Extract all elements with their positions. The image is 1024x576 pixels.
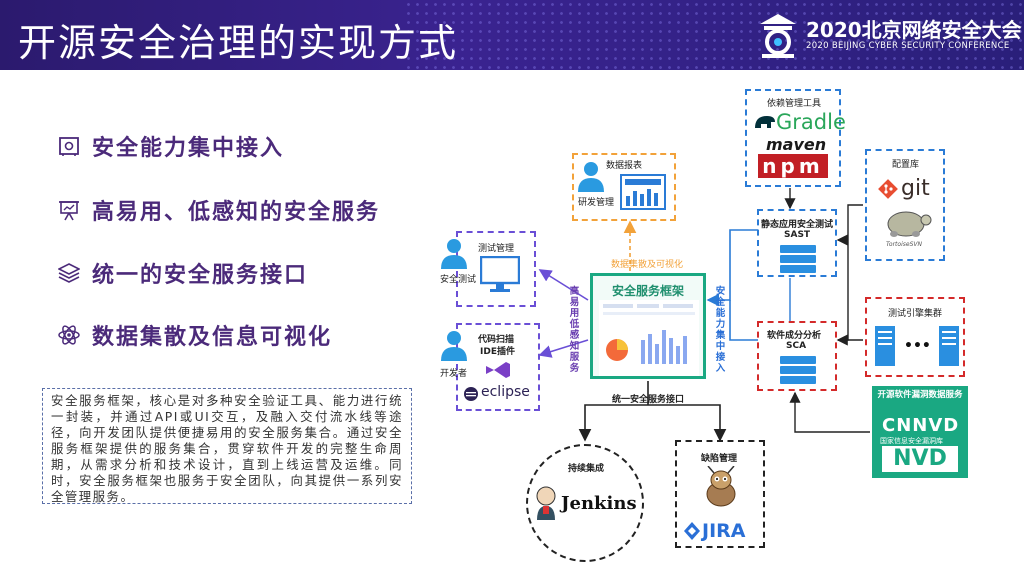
page-title: 开源安全治理的实现方式 bbox=[18, 21, 459, 65]
monitor-icon bbox=[480, 256, 520, 292]
user-icon bbox=[578, 162, 604, 192]
security-testing-label: 安全测试 bbox=[440, 275, 477, 285]
conference-logo-icon bbox=[760, 14, 796, 58]
code-scan-box bbox=[456, 323, 540, 411]
defect-management-box bbox=[675, 440, 765, 548]
config-repo-label: 配置库 bbox=[892, 160, 920, 170]
bullet-item: 数据集散及信息可视化 bbox=[58, 319, 332, 351]
visual-studio-icon bbox=[486, 362, 510, 378]
git-label: git bbox=[901, 176, 930, 201]
data-report-label: 数据报表 bbox=[606, 161, 643, 171]
developer-label: 开发者 bbox=[440, 369, 468, 379]
header-dot-pattern bbox=[404, 0, 1024, 70]
maven-label: maven bbox=[766, 135, 827, 154]
ci-label: 持续集成 bbox=[568, 464, 605, 474]
conference-subtitle: 2020 BEIJING CYBER SECURITY CONFERENCE bbox=[806, 41, 1010, 51]
dependency-tools-label: 依赖管理工具 bbox=[767, 99, 822, 109]
tortoise-icon bbox=[887, 211, 932, 237]
data-report-box bbox=[572, 153, 676, 221]
dependency-tools-box bbox=[745, 89, 841, 187]
config-repo-box bbox=[865, 149, 945, 261]
bullet-text: 高易用、低感知的安全服务 bbox=[92, 200, 381, 225]
server-icon bbox=[780, 255, 816, 263]
gradle-elephant-icon bbox=[755, 116, 775, 128]
sast-title: 静态应用安全测试 bbox=[761, 220, 834, 230]
layers-icon bbox=[58, 263, 80, 283]
defect-management-label: 缺陷管理 bbox=[701, 454, 738, 464]
security-framework-box: 安全服务框架 bbox=[590, 273, 706, 379]
data-visualization-label: 数据集散及可视化 bbox=[611, 260, 684, 270]
bullet-item: 高易用、低感知的安全服务 bbox=[58, 194, 380, 226]
sca-box bbox=[757, 321, 837, 391]
jenkins-label: Jenkins bbox=[561, 493, 637, 514]
conference-name: 2020北京网络安全大会 bbox=[806, 18, 1022, 42]
ci-circle bbox=[526, 444, 644, 562]
atom-icon bbox=[58, 325, 80, 345]
right-vertical-label: 安全能力集中接入 bbox=[715, 286, 726, 374]
vuln-data-service-label: 开源软件漏洞数据服务 bbox=[877, 390, 963, 400]
user-icon bbox=[441, 239, 467, 269]
eclipse-icon bbox=[464, 387, 478, 401]
rd-management-label: 研发管理 bbox=[578, 198, 615, 208]
presentation-icon bbox=[59, 201, 79, 221]
tortoise-label: TortoiseSVN bbox=[886, 241, 922, 248]
user-icon bbox=[441, 331, 467, 361]
gradle-label: Gradle bbox=[776, 110, 846, 134]
bullet-text: 数据集散及信息可视化 bbox=[92, 325, 333, 350]
server-tower-icon bbox=[939, 326, 959, 366]
jira-label: JIRA bbox=[702, 520, 746, 542]
test-management-label: 测试管理 bbox=[478, 244, 515, 254]
sast-label: SAST bbox=[784, 230, 811, 240]
bullet-item: 安全能力集中接入 bbox=[58, 130, 284, 162]
ellipsis-label: ••• bbox=[904, 338, 931, 354]
git-icon bbox=[878, 179, 898, 199]
server-icon bbox=[780, 376, 816, 384]
bug-icon bbox=[706, 466, 736, 507]
server-icon bbox=[780, 356, 816, 364]
unified-interface-label: 统一安全服务接口 bbox=[612, 395, 685, 405]
jenkins-icon bbox=[536, 486, 556, 520]
cnnvd-label: CNNVD bbox=[882, 415, 960, 436]
bullet-item: 统一的安全服务接口 bbox=[58, 257, 308, 289]
eclipse-label: eclipse bbox=[481, 384, 530, 400]
cnnvd-subtitle: 国家信息安全漏洞库 bbox=[880, 437, 943, 445]
server-icon bbox=[780, 265, 816, 273]
nvd-label: NVD bbox=[882, 446, 958, 472]
bullet-text: 安全能力集中接入 bbox=[92, 136, 285, 161]
engine-cluster-box bbox=[865, 297, 965, 377]
left-vertical-label: 高易用低感知服务 bbox=[569, 286, 580, 374]
code-scan-label: 代码扫描 bbox=[478, 335, 515, 345]
dashboard-icon bbox=[620, 174, 666, 210]
server-icon bbox=[780, 366, 816, 374]
sca-label: SCA bbox=[786, 341, 807, 351]
bullet-text: 统一的安全服务接口 bbox=[92, 263, 309, 288]
dashboard-screenshot-icon bbox=[599, 300, 699, 376]
description-box: 安全服务框架，核心是对多种安全验证工具、能力进行统一封装，并通过API或UI交互… bbox=[42, 388, 412, 504]
sca-title: 软件成分分析 bbox=[767, 331, 822, 341]
framework-title: 安全服务框架 bbox=[611, 284, 684, 298]
header-banner bbox=[0, 0, 1024, 70]
ide-plugin-label: IDE插件 bbox=[480, 347, 515, 357]
server-icon bbox=[780, 245, 816, 253]
engine-cluster-label: 测试引擎集群 bbox=[888, 309, 943, 319]
jira-icon bbox=[684, 522, 700, 540]
npm-label: npm bbox=[758, 154, 828, 178]
safe-icon bbox=[59, 137, 79, 156]
server-tower-icon bbox=[875, 326, 895, 366]
sast-box bbox=[757, 209, 837, 277]
